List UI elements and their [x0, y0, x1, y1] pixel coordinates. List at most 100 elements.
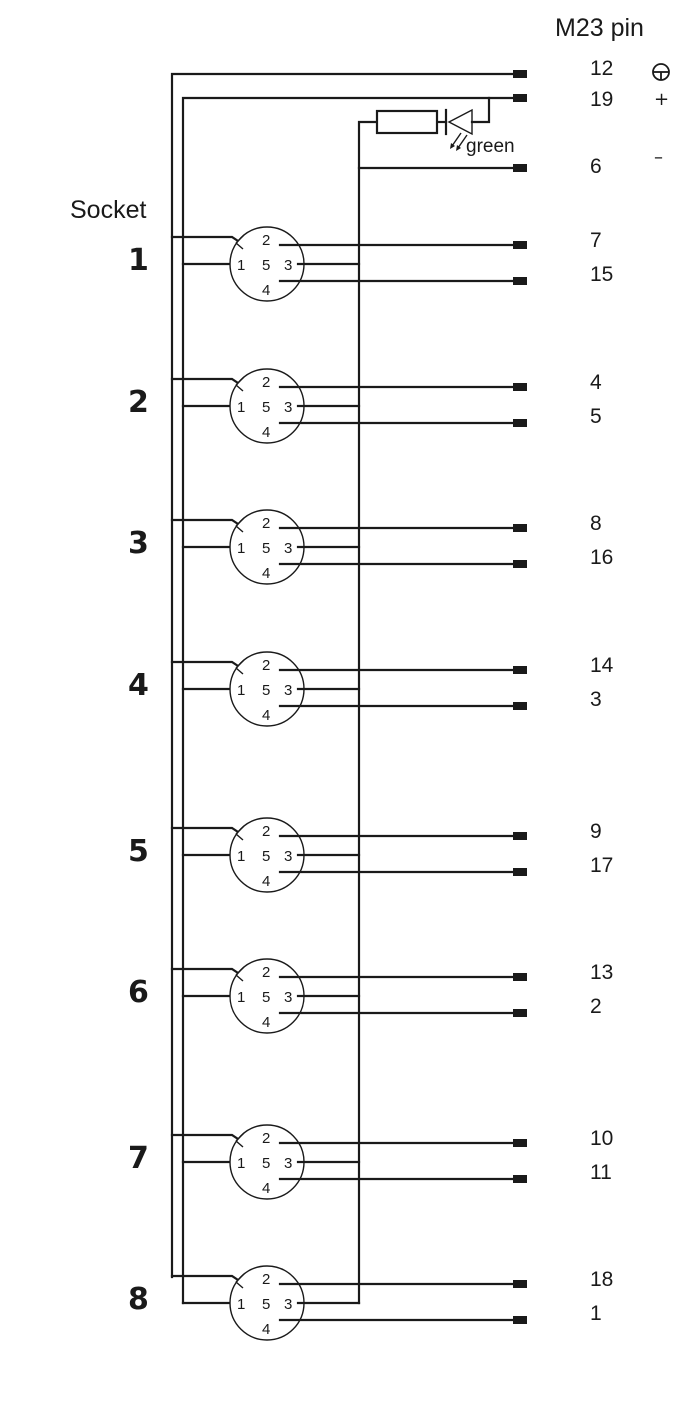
socket-pin-label: 5 — [262, 399, 270, 416]
m23-pin-title: M23 pin — [555, 14, 644, 42]
socket-latch-icon — [235, 517, 245, 533]
socket-number: 5 — [128, 834, 149, 869]
terminal-pin-19 — [513, 94, 527, 102]
socket-pin-label: 4 — [262, 424, 270, 441]
terminal-pin-a — [513, 1139, 527, 1147]
socket-pin-label: 1 — [237, 989, 245, 1006]
pin-number: 1 — [590, 1302, 602, 1325]
ground-bus — [170, 72, 516, 1279]
plus-bus — [181, 96, 516, 1305]
pin-number: 4 — [590, 371, 602, 394]
socket-pin-label: 1 — [237, 399, 245, 416]
socket-pin-label: 1 — [237, 1155, 245, 1172]
socket-pin-label: 4 — [262, 1321, 270, 1338]
socket-pin-label: 3 — [284, 1296, 292, 1313]
socket-latch-icon — [235, 825, 245, 841]
socket-pin-label: 2 — [262, 374, 270, 391]
socket-pin-label: 2 — [262, 232, 270, 249]
socket-pin-label: 3 — [284, 848, 292, 865]
socket-pin-label: 2 — [262, 964, 270, 981]
socket-pin-label: 1 — [237, 257, 245, 274]
socket-number: 6 — [128, 975, 149, 1010]
pin-number: 11 — [590, 1161, 612, 1184]
plus-symbol: + — [654, 89, 669, 110]
socket-pin-label: 4 — [262, 565, 270, 582]
terminal-pin-b — [513, 1009, 527, 1017]
socket-pin-label: 5 — [262, 682, 270, 699]
led-anode-wire — [470, 96, 491, 124]
terminal-pin-6 — [513, 164, 527, 172]
socket-latch-icon — [235, 659, 245, 675]
terminal-pin-a — [513, 383, 527, 391]
pin-number: 13 — [590, 961, 613, 984]
terminal-pin-b — [513, 419, 527, 427]
socket-pin-label: 1 — [237, 1296, 245, 1313]
socket-pin-label: 3 — [284, 399, 292, 416]
terminal-pin-a — [513, 666, 527, 674]
socket-pin-label: 4 — [262, 1180, 270, 1197]
socket-pin-label: 1 — [237, 682, 245, 699]
socket-pin-label: 3 — [284, 989, 292, 1006]
terminal-pin-b — [513, 702, 527, 710]
socket-pin-label: 4 — [262, 1014, 270, 1031]
led-diode-icon — [444, 108, 473, 151]
pin-number: 2 — [590, 995, 602, 1018]
supply-wiring — [170, 72, 516, 1305]
terminal-pin-a — [513, 241, 527, 249]
socket-latch-icon — [235, 376, 245, 392]
socket-number: 7 — [128, 1141, 149, 1176]
socket-pin-label: 1 — [237, 848, 245, 865]
socket-pin-label: 5 — [262, 989, 270, 1006]
pin-number: 8 — [590, 512, 602, 535]
pin-number: 19 — [590, 88, 613, 111]
terminal-pin-b — [513, 1316, 527, 1324]
terminal-pin-a — [513, 1280, 527, 1288]
pin-number: 16 — [590, 546, 613, 569]
socket-pin-label: 4 — [262, 707, 270, 724]
terminal-pin-a — [513, 832, 527, 840]
socket-pin-label: 1 — [237, 540, 245, 557]
socket-number: 1 — [128, 243, 149, 278]
socket-pin-label: 5 — [262, 257, 270, 274]
socket-pin-label: 3 — [284, 682, 292, 699]
pin-number: 10 — [590, 1127, 613, 1150]
socket-pin-label: 5 — [262, 848, 270, 865]
socket-pin-label: 2 — [262, 1271, 270, 1288]
socket-number: 2 — [128, 385, 149, 420]
pin-number: 15 — [590, 263, 613, 286]
pin-number: 3 — [590, 688, 602, 711]
pin-number: 14 — [590, 654, 614, 677]
pin-number: 7 — [590, 229, 602, 252]
terminal-pin-a — [513, 973, 527, 981]
terminal-pin-b — [513, 560, 527, 568]
pin-number: 17 — [590, 854, 613, 877]
socket-latch-icon — [235, 1132, 245, 1148]
socket-latch-icon — [235, 1273, 245, 1289]
socket-pin-label: 4 — [262, 873, 270, 890]
minus-symbol: – — [654, 147, 663, 168]
terminal-pin-b — [513, 1175, 527, 1183]
socket-pin-label: 5 — [262, 1155, 270, 1172]
socket-title: Socket — [70, 196, 146, 224]
socket-pin-label: 3 — [284, 540, 292, 557]
socket-pin-label: 4 — [262, 282, 270, 299]
socket-pin-label: 2 — [262, 515, 270, 532]
led-color-label: green — [466, 136, 515, 157]
socket-number: 8 — [128, 1282, 149, 1317]
socket-pin-label: 2 — [262, 657, 270, 674]
terminal-pin-12 — [513, 70, 527, 78]
socket-pin-label: 5 — [262, 1296, 270, 1313]
socket-pin-label: 3 — [284, 257, 292, 274]
socket-pin-label: 2 — [262, 1130, 270, 1147]
socket-latch-icon — [235, 234, 245, 250]
terminal-pin-b — [513, 277, 527, 285]
